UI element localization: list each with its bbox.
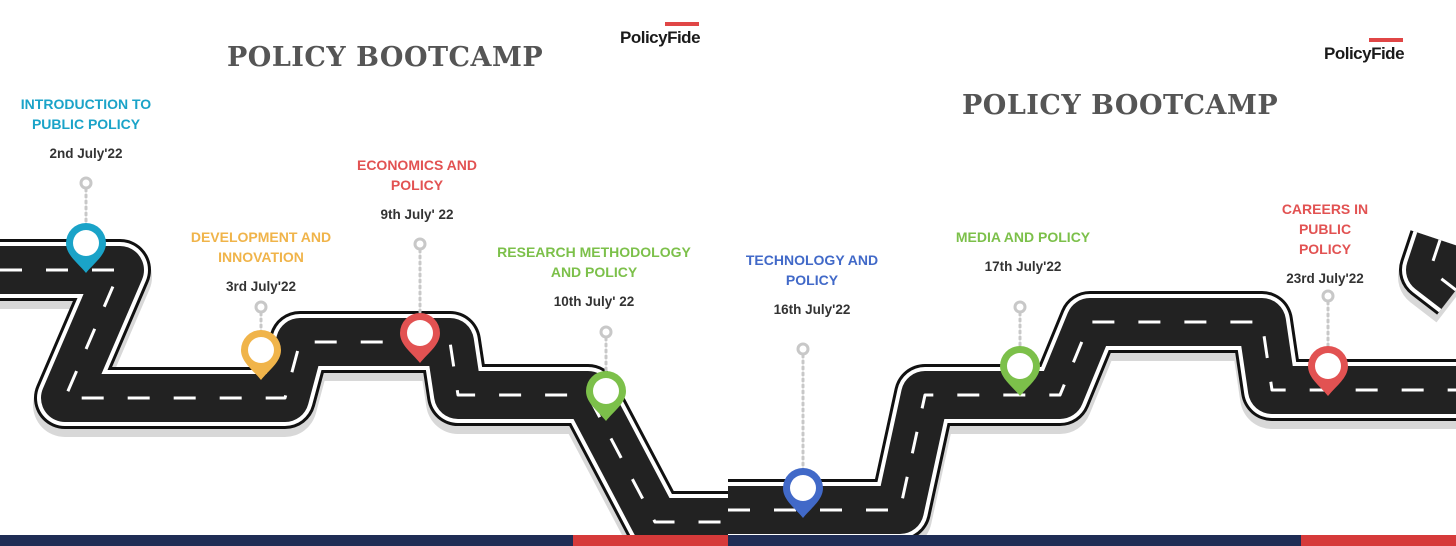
bottom-stripe-navy bbox=[728, 535, 1301, 546]
milestone-date: 3rd July'22 bbox=[226, 279, 296, 294]
milestone-technology: TECHNOLOGY AND POLICY 16th July'22 bbox=[746, 250, 878, 317]
milestone-title: CAREERS IN PUBLIC POLICY bbox=[1281, 201, 1369, 257]
pin-hole bbox=[407, 320, 433, 346]
milestone-careers: CAREERS IN PUBLIC POLICY 23rd July'22 bbox=[1260, 199, 1391, 286]
milestone-date: 10th July' 22 bbox=[553, 294, 635, 309]
panel-1-title: POLICY BOOTCAMP bbox=[227, 42, 544, 73]
logo-text: PolicyFide bbox=[620, 28, 701, 47]
pin-hole bbox=[790, 475, 816, 501]
bottom-stripe-navy bbox=[0, 535, 573, 546]
milestone-title: DEVELOPMENT AND INNOVATION bbox=[190, 229, 332, 265]
milestone-date: 9th July' 22 bbox=[380, 207, 454, 222]
milestone-media: MEDIA AND POLICY 17th July'22 bbox=[956, 227, 1090, 274]
milestone-research: RESEARCH METHODOLOGY AND POLICY 10th Jul… bbox=[497, 242, 691, 309]
location-pin-icon bbox=[586, 371, 626, 421]
pin-hole bbox=[1315, 353, 1341, 379]
bottom-stripe-red bbox=[573, 535, 728, 546]
logo-text: PolicyFide bbox=[1324, 44, 1405, 63]
logo-accent-bar bbox=[1369, 38, 1404, 42]
marker-stem-ring bbox=[79, 176, 93, 190]
logo-accent-bar bbox=[665, 22, 700, 26]
panel-2-logo: PolicyFide bbox=[1324, 38, 1405, 64]
milestone-title: TECHNOLOGY AND POLICY bbox=[745, 252, 879, 288]
marker-stem-ring bbox=[254, 300, 268, 314]
pin-hole bbox=[73, 230, 99, 256]
marker-stem-ring bbox=[796, 342, 810, 356]
panel-2-title: POLICY BOOTCAMP bbox=[962, 90, 1279, 121]
winding-road bbox=[0, 230, 1456, 546]
milestone-title: ECONOMICS AND POLICY bbox=[356, 157, 478, 193]
marker-stem-ring bbox=[1013, 300, 1027, 314]
road-lane-marking bbox=[1428, 239, 1456, 292]
marker-stems bbox=[79, 176, 1335, 472]
pin-hole bbox=[248, 337, 274, 363]
location-pin-icon bbox=[783, 468, 823, 518]
marker-stem-ring bbox=[599, 325, 613, 339]
pin-hole bbox=[593, 378, 619, 404]
location-pin-icon bbox=[66, 223, 106, 273]
bottom-stripe-red bbox=[1301, 535, 1456, 546]
location-pin-icon bbox=[400, 313, 440, 363]
milestone-introduction: INTRODUCTION TO PUBLIC POLICY 2nd July'2… bbox=[21, 94, 151, 161]
marker-stem-ring bbox=[413, 237, 427, 251]
milestone-title: RESEARCH METHODOLOGY AND POLICY bbox=[497, 244, 691, 280]
milestone-title: MEDIA AND POLICY bbox=[955, 229, 1091, 245]
milestone-date: 2nd July'22 bbox=[49, 146, 123, 161]
road-asphalt bbox=[1406, 232, 1456, 310]
panel-1-logo: PolicyFide bbox=[620, 22, 701, 48]
pin-hole bbox=[1007, 353, 1033, 379]
milestone-date: 16th July'22 bbox=[773, 302, 851, 317]
milestone-date: 17th July'22 bbox=[984, 259, 1062, 274]
marker-stem-ring bbox=[1321, 289, 1335, 303]
road-lane-marking bbox=[728, 320, 1456, 512]
milestone-development: DEVELOPMENT AND INNOVATION 3rd July'22 bbox=[191, 227, 331, 294]
location-pins bbox=[66, 223, 1348, 518]
milestone-title: INTRODUCTION TO PUBLIC POLICY bbox=[20, 96, 152, 132]
location-pin-icon bbox=[1000, 346, 1040, 396]
location-pin-icon bbox=[241, 330, 281, 380]
location-pin-icon bbox=[1308, 346, 1348, 396]
road-lane-marking bbox=[0, 268, 728, 524]
milestone-economics: ECONOMICS AND POLICY 9th July' 22 bbox=[357, 155, 477, 222]
milestone-date: 23rd July'22 bbox=[1286, 271, 1364, 286]
